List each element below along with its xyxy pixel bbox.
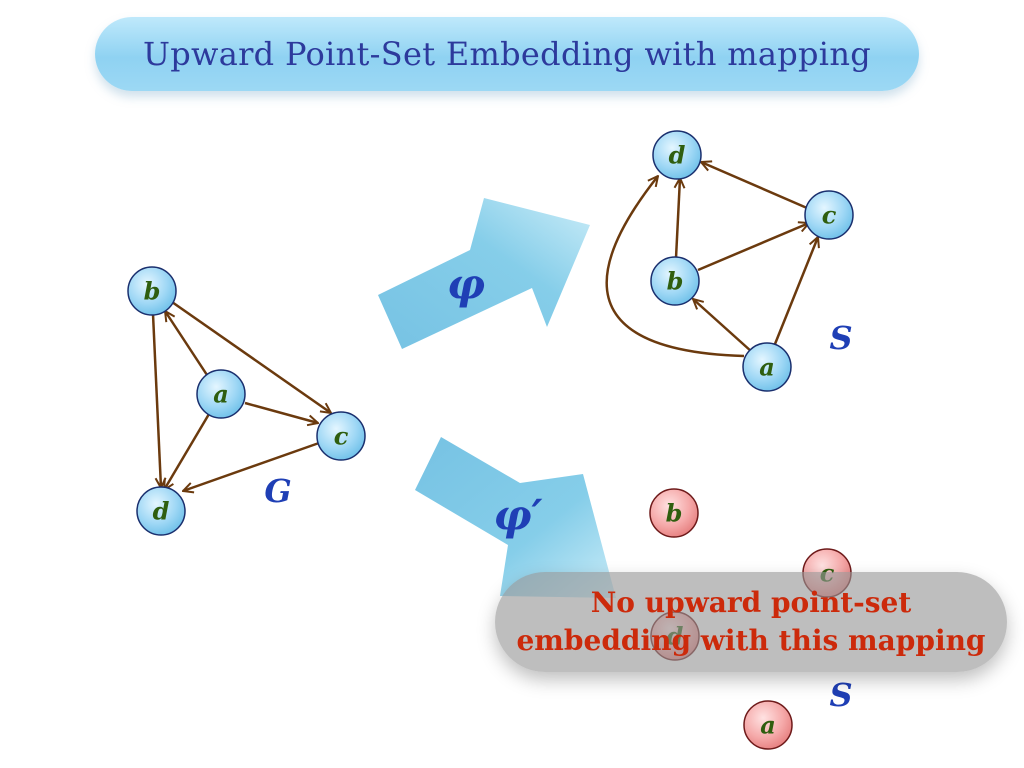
emb-edge-a-b (693, 299, 753, 353)
edge-a-d (164, 413, 211, 490)
node-label-b: b (144, 277, 161, 306)
edge-c-d (183, 441, 320, 491)
node-label-d: d (153, 497, 170, 526)
edge-b-c (171, 300, 331, 413)
embedding-node-d: d (652, 130, 702, 180)
emb-edge-a-c (773, 237, 818, 345)
graph-g-node-c: c (316, 411, 366, 461)
graph-g-node-b: b (127, 266, 177, 316)
svg-text:a: a (759, 353, 775, 382)
pointset-node-b: b (649, 488, 699, 538)
edge-a-c (244, 401, 318, 423)
point-set-label-bottom: S (829, 676, 852, 714)
phi-prime-label: φ′ (493, 491, 542, 540)
graph-g-label: G (264, 472, 291, 510)
emb-edge-c-d (701, 162, 808, 210)
graph-g-node-a: a (196, 369, 246, 419)
no-embedding-text: No upward point-set embedding with this … (516, 586, 986, 657)
embedding-node-c: c (804, 190, 854, 240)
svg-text:b: b (667, 267, 684, 296)
node-label-c: c (334, 422, 349, 451)
svg-text:b: b (666, 499, 683, 528)
embedding-node-b: b (650, 256, 700, 306)
phi-label: φ (447, 260, 485, 309)
point-set-label-top: S (829, 319, 852, 357)
page-title: Upward Point-Set Embedding with mapping (142, 35, 872, 73)
pointset-node-a: a (743, 700, 793, 750)
svg-text:a: a (760, 711, 776, 740)
phi-arrow (378, 198, 590, 349)
node-label-a: a (213, 380, 229, 409)
emb-edge-b-d (676, 178, 680, 259)
edge-a-b (165, 311, 209, 376)
emb-edge-a-d (605, 176, 745, 358)
graph-g-node-d: d (136, 486, 186, 536)
title-banner: Upward Point-Set Embedding with mapping (95, 17, 919, 91)
graph-g-edges (151, 300, 331, 491)
svg-text:d: d (669, 141, 686, 170)
embedding-node-a: a (742, 342, 792, 392)
edge-b-d (151, 313, 161, 488)
phi-prime-arrow (415, 437, 616, 598)
svg-text:c: c (822, 201, 837, 230)
embedding-edges (605, 162, 818, 358)
emb-edge-b-c (697, 223, 809, 272)
no-embedding-message: No upward point-set embedding with this … (495, 572, 1007, 672)
